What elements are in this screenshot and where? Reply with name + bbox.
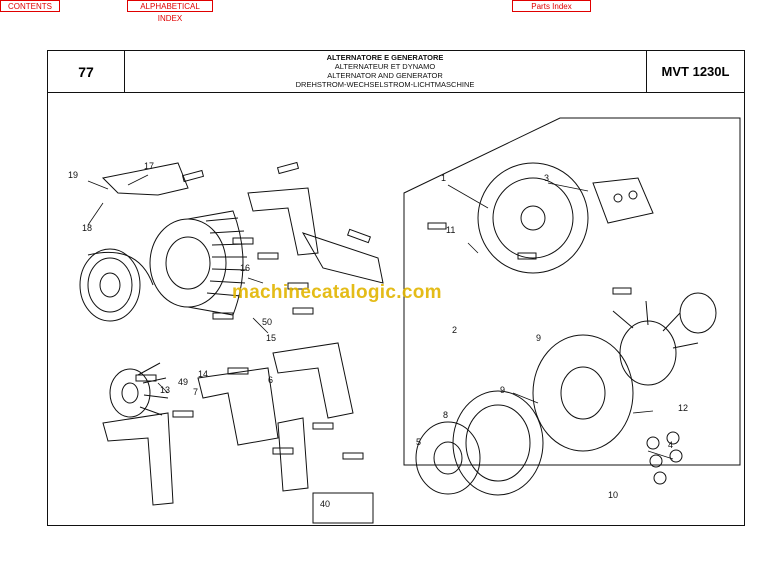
title-french: ALTERNATEUR ET DYNAMO	[334, 62, 436, 71]
callout-13: 13	[160, 385, 170, 395]
callout-11: 11	[446, 225, 455, 235]
bolts-drawing	[135, 161, 632, 460]
callout-50: 50	[262, 317, 272, 327]
exploded-parts-drawing: 19 17 18 16 50 15 13 49 14 7 6 40 1 3 11…	[68, 117, 741, 524]
alphabetical-index-link[interactable]: ALPHABETICAL INDEX	[127, 0, 213, 23]
callout-16: 16	[240, 263, 250, 273]
bracket-lower-1-drawing	[102, 412, 174, 506]
callout-1: 1	[441, 173, 446, 183]
callouts-right: 1 3 11 2 9 9 8 12 5 4 10	[416, 173, 688, 500]
sheet-header: 77 ALTERNATORE E GENERATORE ALTERNATEUR …	[48, 51, 744, 93]
callout-2: 2	[452, 325, 457, 335]
contents-link[interactable]: CONTENTS	[0, 0, 60, 12]
title-italian: ALTERNATORE E GENERATORE	[326, 53, 444, 62]
regulator-3-drawing	[592, 177, 654, 224]
callout-18: 18	[82, 223, 92, 233]
callout-40: 40	[320, 499, 330, 509]
callout-9a: 9	[536, 333, 541, 343]
washer-set-drawing	[646, 431, 683, 485]
model-code: MVT 1230L	[646, 51, 744, 92]
rotor-drawing	[415, 421, 481, 495]
callout-17: 17	[144, 161, 154, 171]
pulley-right-drawing	[679, 292, 717, 334]
callout-8: 8	[443, 410, 448, 420]
parts-index-link[interactable]: Parts Index	[512, 0, 591, 12]
stator-drawing	[452, 390, 544, 496]
bracket-17-drawing	[101, 162, 189, 196]
front-housing-drawing	[532, 334, 634, 452]
alternator-detail-frame	[403, 117, 741, 466]
callout-15: 15	[266, 333, 276, 343]
inset-box-40	[312, 492, 374, 524]
title-english: ALTERNATOR AND GENERATOR	[327, 71, 443, 80]
rear-housing-drawing	[477, 162, 589, 274]
callout-19: 19	[68, 170, 78, 180]
parts-sheet: 77 ALTERNATORE E GENERATORE ALTERNATEUR …	[47, 50, 745, 526]
bracket-arm-drawing	[301, 232, 384, 284]
alternator-body-drawing	[149, 210, 248, 316]
callout-10: 10	[608, 490, 618, 500]
callout-49: 49	[178, 377, 188, 387]
bracket-mid-drawing	[272, 342, 354, 419]
page-number: 77	[48, 51, 125, 92]
callout-5: 5	[416, 437, 421, 447]
callout-6: 6	[268, 375, 273, 385]
callout-3: 3	[544, 173, 549, 183]
sheet-title-block: ALTERNATORE E GENERATORE ALTERNATEUR ET …	[125, 53, 645, 89]
leader-lines	[87, 174, 674, 460]
pulley-drawing	[79, 248, 154, 322]
callout-12: 12	[678, 403, 688, 413]
callouts-left: 19 17 18 16 50 15 13 49 14 7 6 40	[68, 161, 330, 509]
callout-7: 7	[193, 387, 198, 397]
callout-4: 4	[668, 440, 673, 450]
watermark: machinecatalogic.com	[232, 282, 442, 303]
bracket-lower-3-drawing	[277, 417, 309, 492]
callout-14: 14	[198, 369, 208, 379]
callout-9b: 9	[500, 385, 505, 395]
bracket-lower-2-drawing	[197, 367, 279, 446]
bracket-top-drawing	[247, 187, 319, 256]
title-german: DREHSTROM-WECHSELSTROM-LICHTMASCHINE	[295, 80, 475, 89]
fan-12-drawing	[612, 300, 699, 386]
